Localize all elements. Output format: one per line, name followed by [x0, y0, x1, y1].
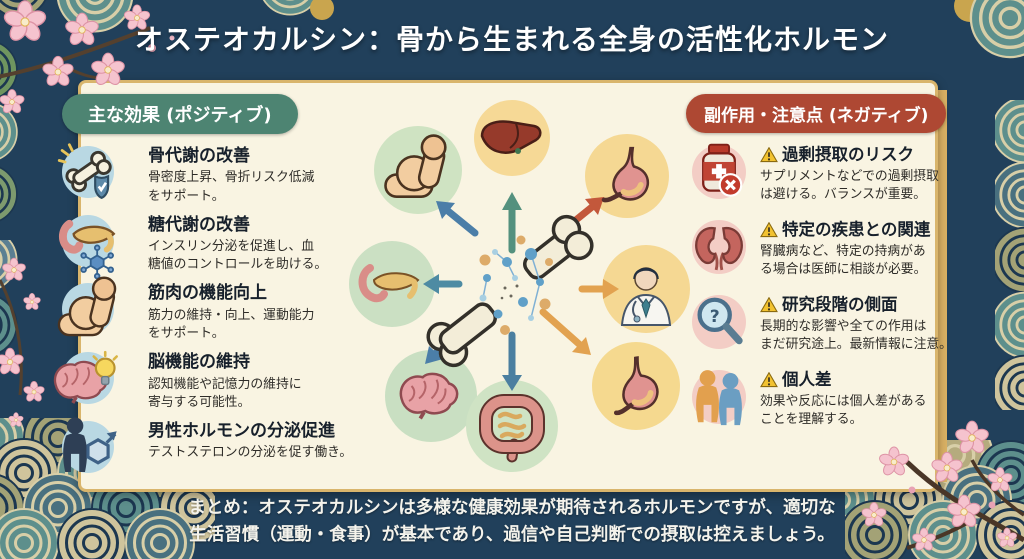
pancreas-molecule-icon — [58, 214, 116, 280]
male-hormone-icon — [62, 417, 117, 473]
negative-effects-column: 副作用・注意点 (ネガティブ) 過剰摂取のリスク サプリメントなどでの過剰摂取 — [686, 94, 992, 445]
positive-effects-column: 主な効果 (ポジティブ) 骨代謝の改善 骨密度上昇、骨折リスク低減 をサポート。 — [53, 94, 374, 482]
item-desc: 認知機能や記憶力の維持に 寄与する可能性。 — [148, 376, 302, 410]
list-item: 特定の疾患との関連 腎臓病など、特定の持病があ る場合は医師に相談が必要。 — [692, 220, 992, 279]
gold-trim-stripe — [936, 90, 947, 482]
list-item: 糖代謝の改善 インスリン分泌を促進し、血 糖値のコントロールを助ける。 — [58, 214, 374, 280]
list-item: 骨代謝の改善 骨密度上昇、骨折リスク低減 をサポート。 — [57, 143, 374, 206]
list-item: 過剰摂取のリスク サプリメントなどでの過剰摂取 は避ける。バランスが重要。 — [692, 143, 992, 204]
warning-triangle-icon — [760, 372, 778, 388]
hormone-particles — [479, 235, 553, 335]
bone-shield-icon — [57, 143, 114, 199]
bicep-icon — [57, 276, 117, 337]
list-item: ? 研究段階の側面 長期的な影響や全ての作用は まだ研究途上。最新情報に注意。 — [692, 295, 992, 354]
item-title: 脳機能の維持 — [148, 352, 250, 373]
item-desc: 効果や反応には個人差がある ことを理解する。 — [760, 394, 927, 428]
list-item: 個人差 効果や反応には個人差がある ことを理解する。 — [692, 370, 992, 429]
item-title: 男性ホルモンの分泌促進 — [148, 420, 335, 441]
stomach-icon — [613, 356, 659, 416]
warning-triangle-icon — [760, 222, 778, 238]
item-title: 糖代謝の改善 — [148, 214, 250, 235]
seigaiha-waves-right-edge — [995, 100, 1024, 410]
negative-header: 副作用・注意点 (ネガティブ) — [686, 94, 947, 133]
page-title: オステオカルシン：骨から生まれる全身の活性化ホルモン — [134, 23, 889, 56]
hormone-targets-diagram — [349, 100, 690, 472]
item-desc: 筋力の維持・向上、運動能力 をサポート。 — [148, 307, 315, 341]
two-people-icon — [692, 370, 746, 426]
item-desc: サプリメントなどでの過剰摂取 は避ける。バランスが重要。 — [760, 168, 939, 202]
doctor-icon — [620, 267, 672, 326]
list-item: 脳機能の維持 認知機能や記憶力の維持に 寄与する可能性。 — [53, 350, 374, 412]
broken-bone-icon — [426, 214, 594, 368]
item-desc: テストステロンの分泌を促す働き。 — [148, 445, 353, 461]
item-desc: 骨密度上昇、骨折リスク低減 をサポート。 — [148, 170, 315, 204]
item-title: 個人差 — [760, 370, 926, 390]
positive-header: 主な効果 (ポジティブ) — [62, 94, 298, 134]
pancreas-icon — [358, 264, 420, 303]
warning-triangle-icon — [760, 146, 778, 162]
list-item: 男性ホルモンの分泌促進 テストステロンの分泌を促す働き。 — [62, 417, 374, 473]
list-item: 筋肉の機能向上 筋力の維持・向上、運動能力 をサポート。 — [57, 276, 374, 343]
item-desc: インスリン分泌を促進し、血 糖値のコントロールを助ける。 — [148, 239, 328, 273]
item-desc: 腎臓病など、特定の持病があ る場合は医師に相談が必要。 — [760, 243, 927, 278]
brain-idea-icon — [53, 350, 118, 405]
liver-icon — [480, 120, 542, 154]
item-title: 骨代謝の改善 — [148, 146, 250, 166]
svg-text:?: ? — [710, 307, 720, 327]
warning-triangle-icon — [760, 297, 778, 313]
item-title: 研究段階の側面 — [760, 295, 952, 315]
intestine-icon — [479, 394, 545, 463]
kidneys-icon — [692, 220, 746, 275]
magnifier-question-icon: ? — [692, 295, 746, 350]
stomach-icon — [601, 146, 650, 203]
item-title: 過剰摂取のリスク — [760, 145, 939, 165]
summary-text: まとめ：オステオカルシンは多様な健康効果が期待されるホルモンですが、適切な 生活… — [188, 497, 836, 545]
item-title: 筋肉の機能向上 — [148, 283, 267, 304]
muscle-arm-icon — [384, 134, 447, 198]
item-desc: 長期的な影響や全ての作用は まだ研究途上。最新情報に注意。 — [760, 319, 952, 353]
supplement-bottle-icon — [692, 143, 746, 199]
item-title: 特定の疾患との関連 — [760, 220, 930, 240]
brain-icon — [399, 372, 459, 420]
